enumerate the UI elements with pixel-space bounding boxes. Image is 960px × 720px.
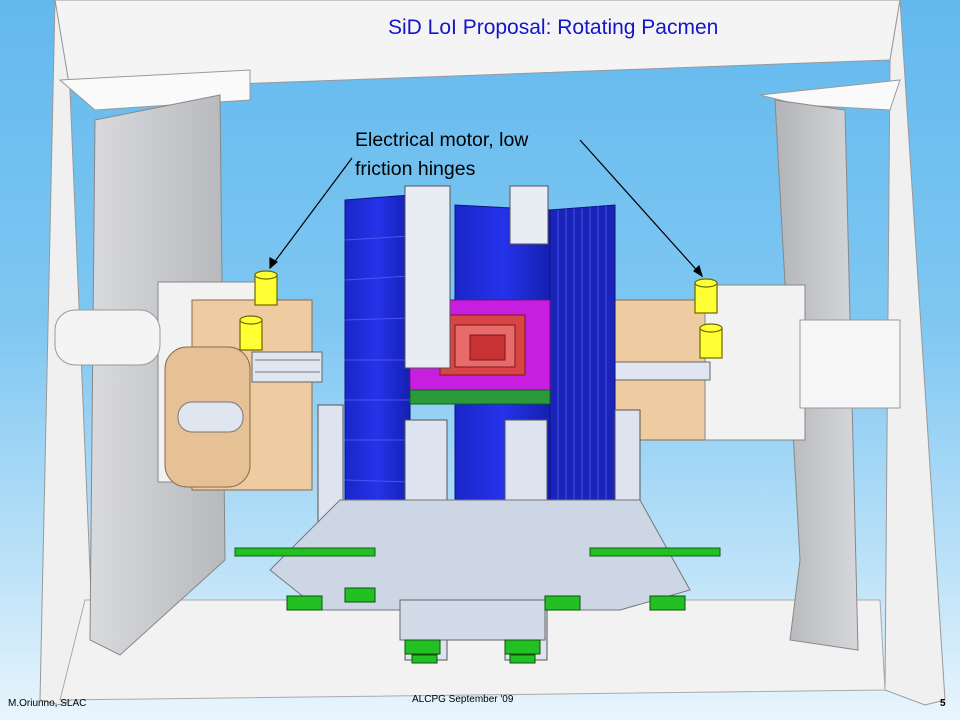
callout-arrows <box>269 139 704 278</box>
left-beam-stub <box>54 309 161 366</box>
page-number: 5 <box>940 698 946 709</box>
motor-icon <box>239 270 723 359</box>
right-pacman-door <box>559 284 901 441</box>
base-platform <box>234 499 721 641</box>
left-pacman-door <box>157 281 323 491</box>
callout-line-2: friction hinges <box>355 158 476 180</box>
callout-line-1: Electrical motor, low <box>355 129 529 151</box>
green-feet <box>286 587 686 664</box>
callout-text: Electrical motor, low friction hinges <box>355 126 528 184</box>
footer-author: M.Oriunno, SLAC <box>8 698 87 709</box>
slide-title: SiD LoI Proposal: Rotating Pacmen <box>388 16 719 39</box>
footer-event: ALCPG September '09 <box>412 694 514 705</box>
